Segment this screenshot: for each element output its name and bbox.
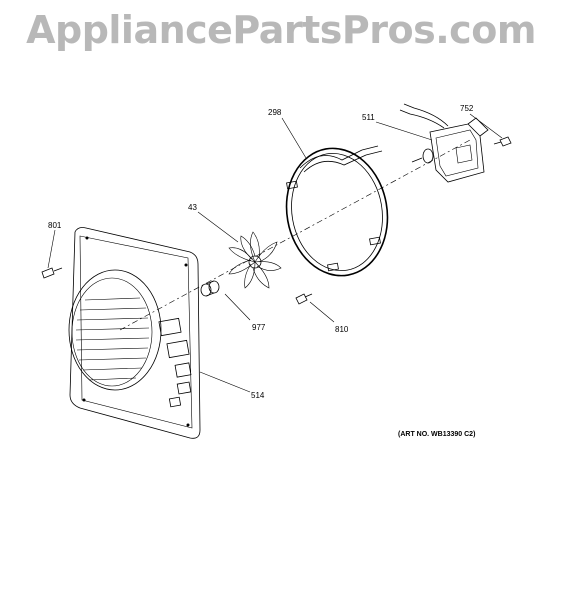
center-axis-line bbox=[119, 139, 471, 331]
part-label-511: 511 bbox=[362, 113, 375, 122]
watermark-text: AppliancePartsPros.com bbox=[26, 8, 536, 52]
part-label-298: 298 bbox=[268, 108, 282, 117]
cover-grille bbox=[75, 297, 150, 381]
spacer-977-part bbox=[200, 280, 220, 297]
part-label-977: 977 bbox=[252, 323, 266, 332]
motor-part bbox=[399, 103, 489, 183]
screw-810-part bbox=[295, 293, 313, 305]
part-label-43: 43 bbox=[188, 203, 197, 212]
fan-blade-part bbox=[228, 231, 282, 289]
part-label-801: 801 bbox=[48, 221, 62, 230]
part-label-752: 752 bbox=[460, 104, 474, 113]
art-number-label: (ART NO. WB13390 C2) bbox=[398, 431, 475, 438]
part-label-810: 810 bbox=[335, 325, 349, 334]
heating-element-part bbox=[285, 145, 389, 277]
leader-lines bbox=[47, 113, 503, 393]
part-label-514: 514 bbox=[251, 391, 265, 400]
convection-cover-part bbox=[68, 227, 201, 439]
screw-752-part bbox=[493, 136, 512, 147]
screw-801-part bbox=[41, 267, 63, 279]
